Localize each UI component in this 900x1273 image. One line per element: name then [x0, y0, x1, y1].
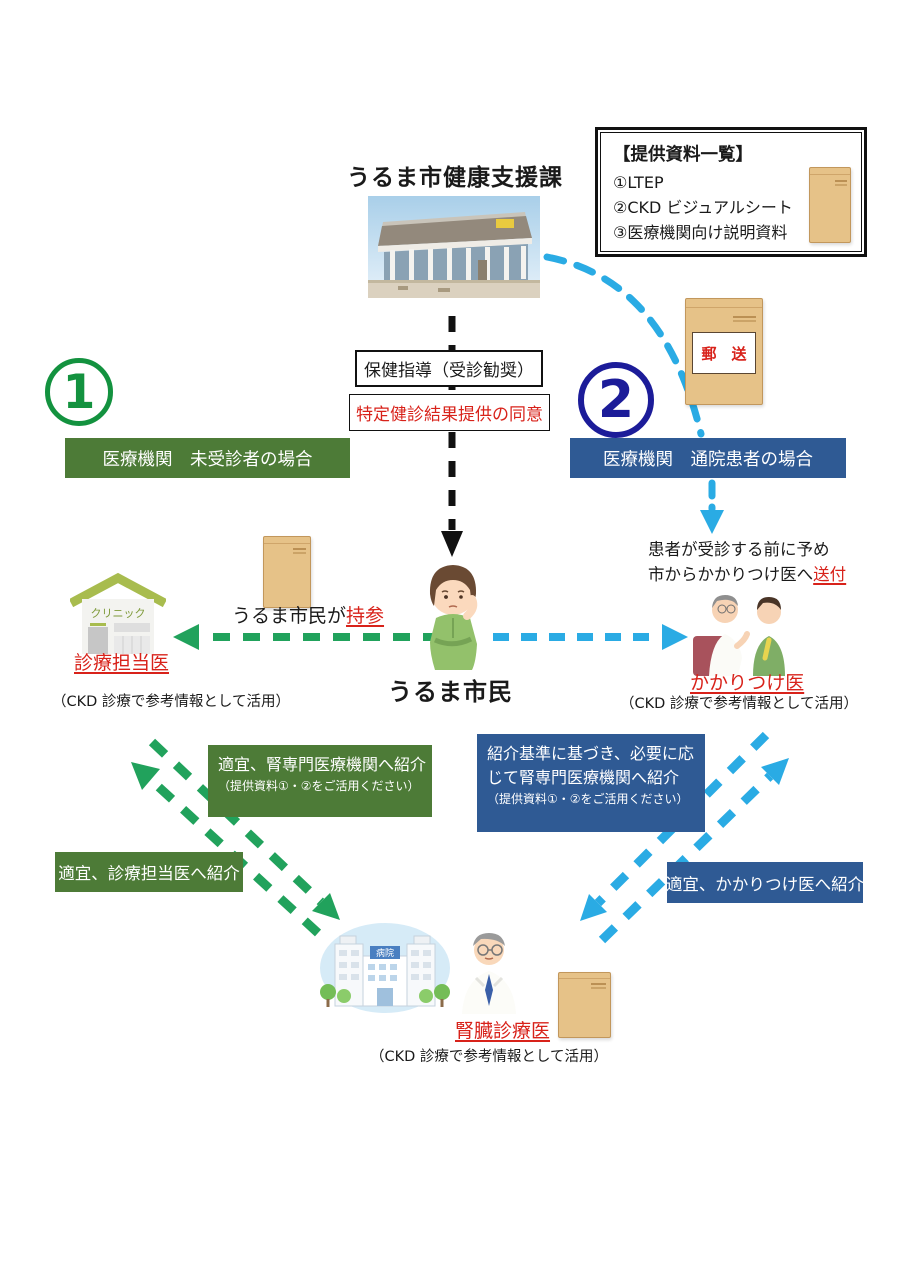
step-box-consent: 特定健診結果提供の同意	[349, 394, 550, 431]
mail-label: 郵 送	[692, 332, 756, 374]
page-title: うるま市健康支援課	[347, 165, 563, 191]
citizen-illustration	[406, 552, 501, 679]
mail-envelope: 郵 送	[685, 298, 763, 405]
send-note-line2: 市からかかりつけ医へ送付	[648, 564, 847, 584]
step-box-guidance: 保健指導（受診勧奨）	[355, 350, 543, 387]
arrow-clinic-to-hospital	[148, 738, 340, 920]
branch2-banner: 医療機関 通院患者の場合	[570, 438, 846, 478]
arrow-citizen-to-clinic	[173, 624, 440, 650]
kidney-doctor-label: 腎臓診療医	[455, 1020, 551, 1042]
family-doctor-illustration	[685, 584, 803, 686]
citizen-label: うるま市民	[388, 678, 513, 706]
send-note-line1: 患者が受診する前に予め	[648, 540, 830, 559]
blue-referral-back-box: 適宜、かかりつけ医へ紹介	[666, 862, 864, 903]
arrow-city-to-branch2	[543, 253, 705, 438]
hospital-illustration: 病院	[320, 922, 450, 1018]
arrow-family-doctor-to-hospital	[580, 731, 770, 921]
green-referral-line2: （提供資料①・②をご活用ください）	[218, 779, 420, 793]
blue-referral-line2: じて腎専門医療機関へ紹介	[487, 768, 680, 787]
kidney-doctor-note: （CKD 診療で参考情報として活用）	[370, 1049, 608, 1065]
clinic-note: （CKD 診療で参考情報として活用）	[52, 694, 290, 710]
citizen-envelope-icon	[263, 536, 311, 608]
family-doctor-label: かかりつけ医	[690, 672, 805, 694]
clinic-sign: クリニック	[91, 607, 146, 620]
send-highlight: 送付	[813, 564, 847, 584]
envelope-icon	[809, 167, 851, 243]
materials-item-1: ①LTEP	[613, 173, 664, 192]
arrow-banner-to-sendnote	[700, 479, 724, 534]
materials-box: 【提供資料一覧】 ①LTEP ②CKD ビジュアルシート ③医療機関向け説明資料	[595, 127, 867, 257]
materials-item-3: ③医療機関向け説明資料	[613, 222, 788, 242]
green-referral-line1: 適宜、腎専門医療機関へ紹介	[218, 755, 427, 774]
clinic-illustration: クリニック	[68, 572, 168, 662]
arrow-citizen-to-family-doctor	[493, 624, 688, 650]
kidney-doctor-illustration	[458, 926, 520, 1020]
green-referral-box: 適宜、腎専門医療機関へ紹介 （提供資料①・②をご活用ください）	[208, 745, 432, 817]
clinic-label: 診療担当医	[74, 652, 170, 674]
blue-referral-line3: （提供資料①・②をご活用ください）	[487, 792, 689, 806]
branch2-number: 2	[578, 362, 654, 438]
arrow-hospital-to-family-doctor	[598, 758, 789, 944]
family-doctor-note: （CKD 診療で参考情報として活用）	[620, 696, 858, 712]
carry-highlight: 持参	[346, 605, 385, 627]
hospital-sign: 病院	[376, 947, 394, 959]
carry-note: うるま市民が持参	[232, 605, 385, 627]
hospital-envelope-icon	[558, 972, 611, 1038]
send-note: 患者が受診する前に予め 市からかかりつけ医へ送付	[648, 538, 846, 588]
materials-box-title: 【提供資料一覧】	[613, 145, 753, 165]
materials-item-2: ②CKD ビジュアルシート	[613, 197, 793, 217]
branch1-number: 1	[45, 358, 113, 426]
branch1-banner: 医療機関 未受診者の場合	[65, 438, 350, 478]
green-referral-back-box: 適宜、診療担当医へ紹介	[55, 852, 243, 892]
blue-referral-box: 紹介基準に基づき、必要に応 じて腎専門医療機関へ紹介 （提供資料①・②をご活用く…	[477, 734, 705, 832]
city-hall-photo	[368, 196, 540, 302]
blue-referral-line1: 紹介基準に基づき、必要に応	[487, 744, 694, 763]
city-hall-illustration	[368, 196, 540, 298]
